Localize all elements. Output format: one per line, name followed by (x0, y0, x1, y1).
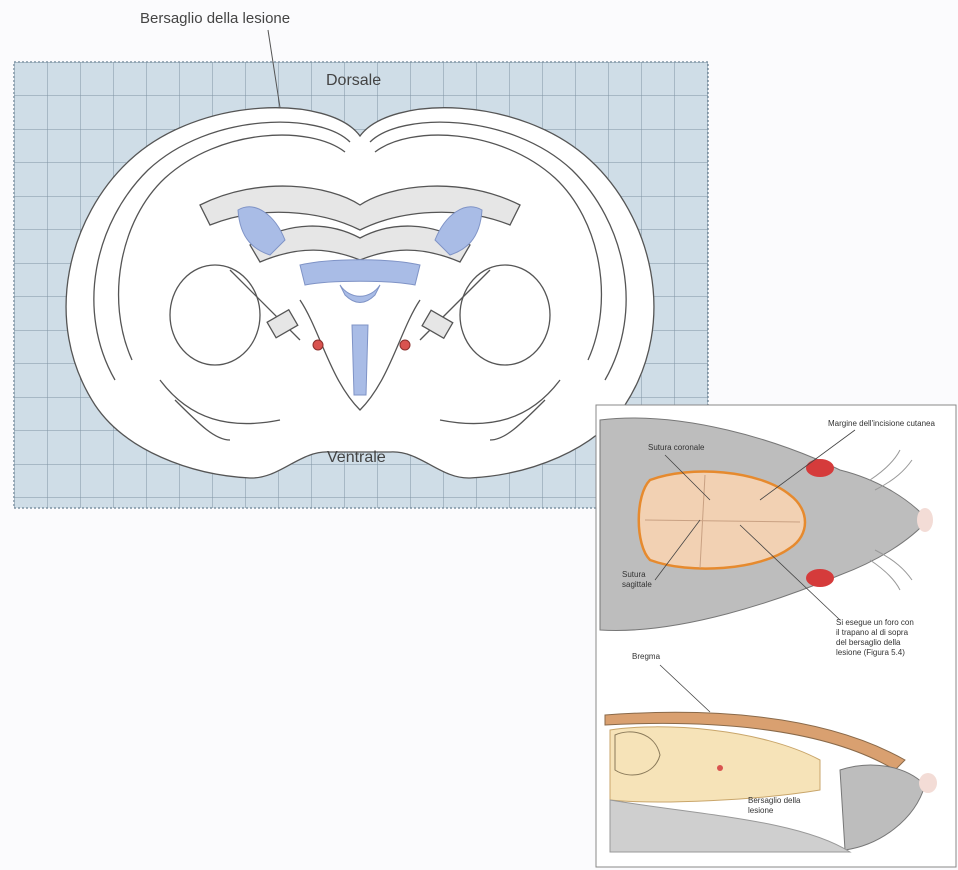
incision-margin-bottom (806, 569, 834, 587)
sagittal-lesion-target-label: Bersaglio della lesione (748, 796, 818, 816)
incision-margin-label: Margine dell'incisione cutanea (828, 419, 948, 429)
rat-nose-top (917, 508, 933, 532)
bregma-label: Bregma (632, 652, 682, 662)
ventral-label: Ventrale (327, 449, 386, 467)
lesion-target-label: Bersaglio della lesione (140, 10, 290, 27)
drill-hole-label: Si esegue un foro con il trapano al di s… (836, 618, 916, 658)
lesion-target-left-dot (313, 340, 323, 350)
coronal-suture-label: Sutura coronale (648, 443, 728, 453)
lesion-target-right-dot (400, 340, 410, 350)
sagittal-suture-label: Sutura sagittale (622, 570, 662, 590)
rat-nose-sagittal (919, 773, 937, 793)
dorsal-label: Dorsale (326, 72, 381, 90)
brain-coronal-section (66, 108, 654, 478)
incision-margin-top (806, 459, 834, 477)
sagittal-lesion-target-dot (717, 765, 723, 771)
